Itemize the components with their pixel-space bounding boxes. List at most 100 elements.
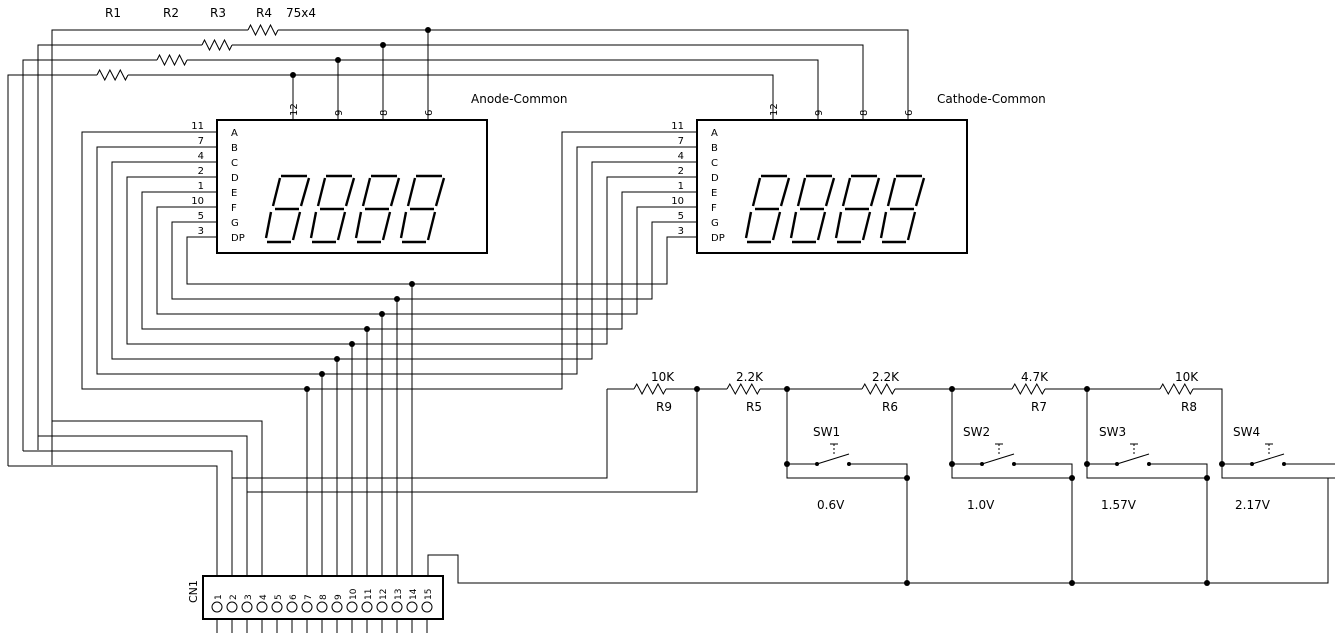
connector-pin: [346, 601, 358, 613]
display-2-title: Cathode-Common: [937, 92, 1046, 106]
r9-value: 10K: [651, 370, 675, 384]
seven-segment-stroke: [361, 177, 372, 207]
connector-pin-number: 2: [229, 594, 239, 600]
rail-to-connector: [23, 450, 233, 578]
r6-resistor: [861, 382, 896, 396]
segment-bus: [186, 236, 679, 285]
connector-pin-number: 4: [259, 594, 269, 600]
connector-pin: [391, 601, 403, 613]
seven-segment-stroke: [264, 211, 273, 239]
seven-segment-stroke: [399, 211, 408, 239]
segment-letter: C: [711, 158, 718, 169]
junction-dot: [304, 386, 310, 392]
seven-segment-stroke: [771, 211, 782, 241]
connector-pin: [211, 601, 223, 613]
r2-label: R2: [163, 6, 179, 20]
segment-pin-number: 2: [198, 166, 204, 177]
junction-dot: [394, 296, 400, 302]
segment-letter: F: [231, 203, 237, 214]
segment-letter: D: [711, 173, 719, 184]
junction-dot: [349, 341, 355, 347]
r7-name: R7: [1031, 400, 1047, 414]
seven-segment-stroke: [906, 211, 917, 241]
sw3-label: SW3: [1099, 425, 1126, 439]
ladder-feed: [231, 389, 608, 578]
segment-letter: D: [231, 173, 239, 184]
rail-to-connector: [38, 435, 248, 578]
ground-rail: [427, 477, 1335, 584]
junction-dot: [364, 326, 370, 332]
segment-letter: DP: [231, 233, 245, 244]
segment-pin-number: 4: [198, 151, 204, 162]
sw4-voltage: 2.17V: [1235, 498, 1271, 512]
connector-pin-number: 1: [214, 594, 224, 600]
seven-segment-stroke: [796, 177, 807, 207]
seven-segment-stroke: [751, 177, 762, 207]
junction-dot: [409, 281, 415, 287]
seven-segment-stroke: [744, 211, 753, 239]
connector-pin: [226, 601, 238, 613]
connector-pin-number: 10: [349, 588, 359, 600]
switch-wire: [1014, 463, 1073, 478]
seven-segment-stroke: [389, 177, 401, 207]
segment-pin-number: 10: [671, 196, 684, 207]
seven-segment-stroke: [381, 211, 392, 241]
segment-letter: F: [711, 203, 717, 214]
rail-resistor: [201, 38, 233, 52]
r5-value: 2.2K: [736, 370, 764, 384]
connector-pin: [286, 601, 298, 613]
connector-pin: [421, 601, 433, 613]
connector-pin: [256, 601, 268, 613]
segment-pin-number: 1: [678, 181, 684, 192]
connector-pin-number: 14: [409, 588, 419, 600]
junction-dot: [335, 57, 341, 63]
segment-letter: A: [231, 128, 238, 139]
junction-dot: [290, 72, 296, 78]
digit-pin-number: 6: [424, 110, 435, 116]
seven-segment-stroke: [879, 211, 888, 239]
connector-pin-number: 7: [304, 594, 314, 600]
switch-wire: [786, 464, 907, 479]
junction-dot: [334, 356, 340, 362]
connector-pin: [271, 601, 283, 613]
switch-wire: [849, 463, 908, 478]
r7-resistor: [1011, 382, 1046, 396]
r7-value: 4.7K: [1021, 370, 1049, 384]
seven-segment-stroke: [779, 177, 791, 207]
rail-resistor: [247, 23, 279, 37]
junction-dot: [425, 27, 431, 33]
switch-wire: [951, 464, 1072, 479]
seven-segment-stroke: [789, 211, 798, 239]
rail-resistor: [96, 68, 129, 82]
segment-pin-number: 11: [191, 121, 204, 132]
display-1-title: Anode-Common: [471, 92, 568, 106]
ladder-wire: [1193, 388, 1223, 464]
digit-pin-number: 12: [289, 103, 300, 116]
seven-segment-stroke: [406, 177, 417, 207]
seven-segment-stroke: [354, 211, 363, 239]
sw3-voltage: 1.57V: [1101, 498, 1137, 512]
rail-to-connector: [52, 420, 263, 578]
r3-label: R3: [210, 6, 226, 20]
seven-segment-stroke: [291, 211, 302, 241]
connector-pin: [406, 601, 418, 613]
connector-pin-number: 12: [379, 589, 389, 600]
seven-segment-stroke: [816, 211, 827, 241]
rail-wire: [128, 74, 774, 120]
seven-segment-stroke: [344, 177, 356, 207]
rail-wire: [232, 44, 864, 120]
connector-pin-number: 15: [424, 589, 434, 600]
seven-segment-stroke: [316, 177, 327, 207]
connector-pin-number: 5: [274, 594, 284, 600]
r5-resistor: [726, 382, 761, 396]
rail-to-connector: [8, 465, 218, 578]
switch-wire: [1221, 464, 1335, 479]
seven-segment-stroke: [434, 177, 446, 207]
seven-segment-stroke: [336, 211, 347, 241]
connector-pin-number: 8: [319, 594, 329, 600]
segment-pin-number: 11: [671, 121, 684, 132]
connector-pin: [316, 601, 328, 613]
switch-lever: [981, 453, 1015, 465]
seven-segment-stroke: [914, 177, 926, 207]
